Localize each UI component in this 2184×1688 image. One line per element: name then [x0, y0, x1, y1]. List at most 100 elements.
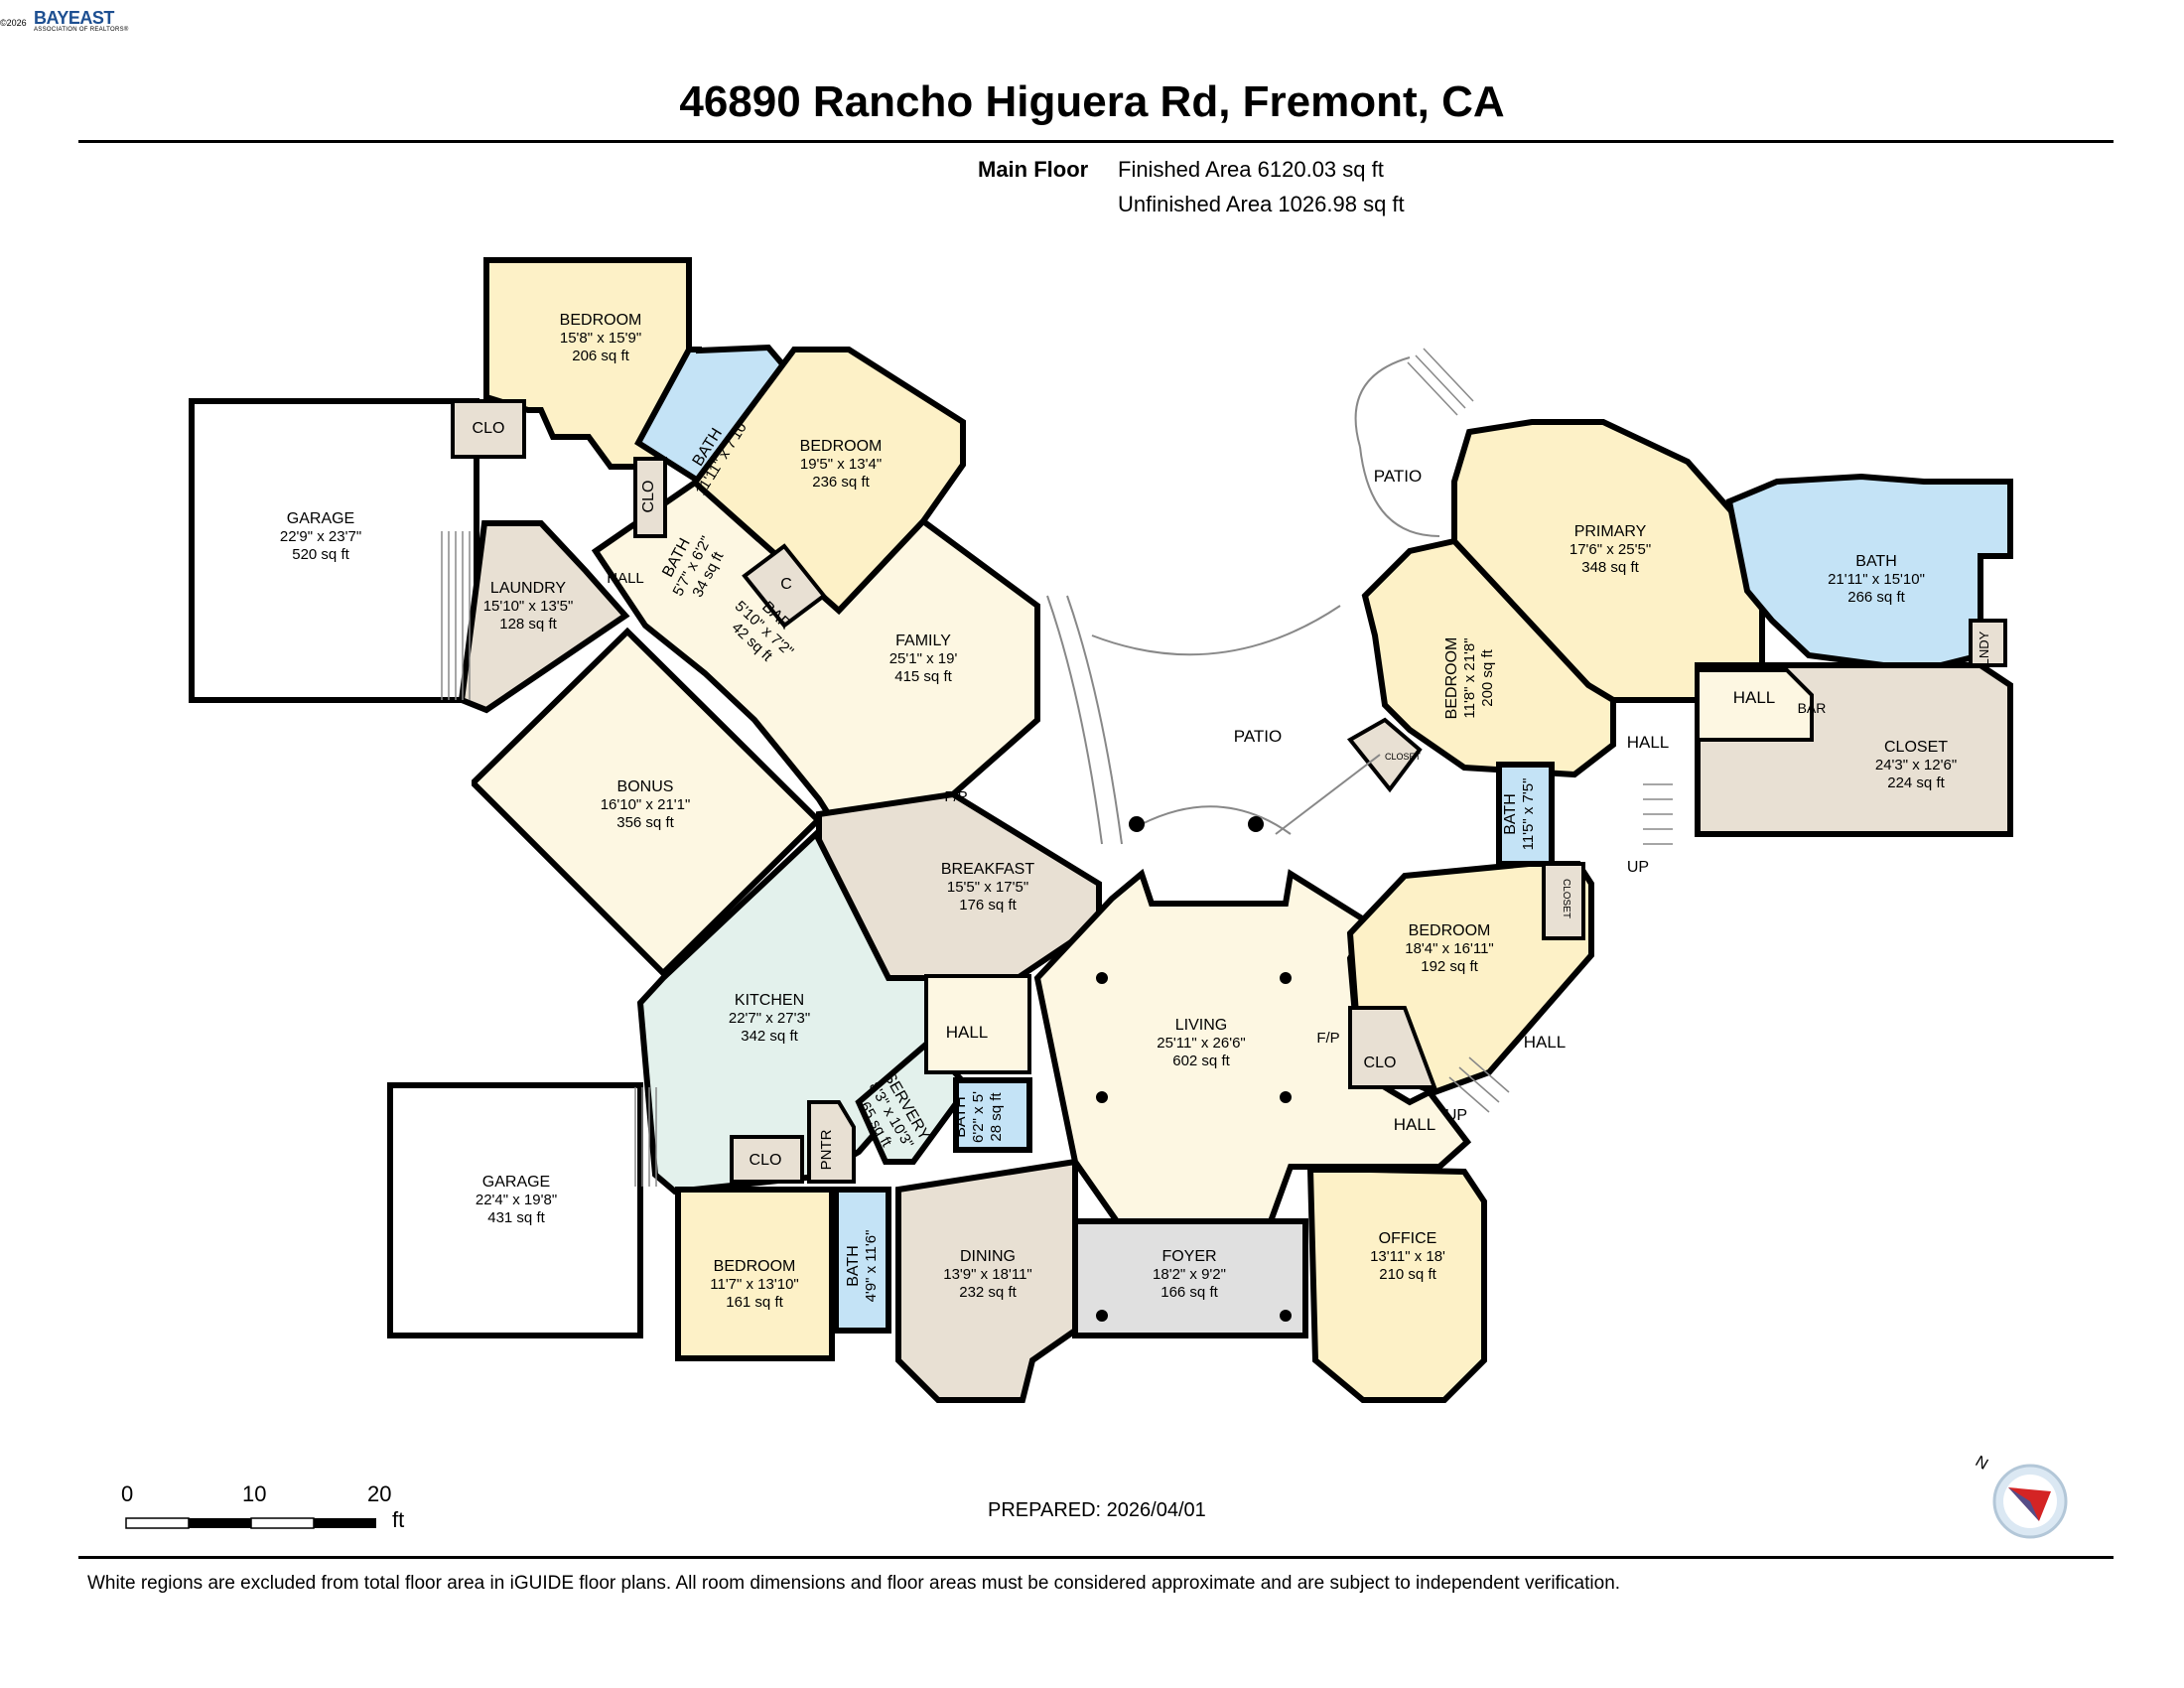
label-clo-3: CLO	[750, 1152, 782, 1169]
c-box	[742, 543, 827, 629]
room-dims-bath-3: 6'2" x 5'	[970, 1091, 987, 1143]
room-area-bedroom-4: 200 sq ft	[1479, 648, 1496, 706]
label-lndy: LNDY	[1977, 631, 1991, 665]
label-patio-1: PATIO	[1374, 467, 1423, 486]
room-dims-family: 25'1" x 19'	[889, 650, 958, 667]
room-dims-laundry: 15'10" x 13'5"	[483, 598, 574, 615]
room-dims-bedroom-1: 15'8" x 15'9"	[560, 330, 641, 347]
room-name-living: LIVING	[1175, 1017, 1227, 1034]
room-name-bedroom-5: BEDROOM	[1409, 922, 1491, 939]
room-name-office: OFFICE	[1379, 1230, 1437, 1247]
scale-unit: ft	[392, 1507, 405, 1532]
hall-box-2	[924, 974, 1031, 1074]
room-dims-bedroom-2: 19'5" x 13'4"	[800, 456, 882, 473]
room-area-bedroom-3: 161 sq ft	[726, 1294, 783, 1311]
header-divider	[78, 140, 2114, 143]
label-hall-5: HALL	[1524, 1033, 1567, 1052]
logo-text: BAYEAST	[34, 8, 114, 28]
room-name-bath-4: BATH	[845, 1245, 862, 1286]
label-pntr: PNTR	[818, 1129, 835, 1170]
room-area-dining: 232 sq ft	[959, 1284, 1017, 1301]
label-fp-2: F/P	[1316, 1030, 1339, 1047]
room-name-bedroom-3: BEDROOM	[714, 1258, 796, 1275]
room-name-garage-1: GARAGE	[287, 510, 354, 527]
room-name-family: FAMILY	[895, 633, 951, 649]
label-patio-2: PATIO	[1234, 727, 1283, 746]
room-dims-garage-1: 22'9" x 23'7"	[280, 528, 361, 545]
clo-box-3	[730, 1135, 804, 1184]
room-dims-primary: 17'6" x 25'5"	[1570, 541, 1651, 558]
label-hall-6: HALL	[1394, 1115, 1436, 1134]
room-dining	[895, 1158, 1078, 1403]
room-area-garage-1: 520 sq ft	[292, 546, 349, 563]
clo-box-1	[451, 399, 526, 459]
room-name-garage-2: GARAGE	[482, 1174, 550, 1191]
unfinished-area: Unfinished Area 1026.98 sq ft	[1118, 192, 1405, 216]
finished-area: Finished Area 6120.03 sq ft	[1118, 157, 1384, 182]
label-hall-2: HALL	[946, 1023, 989, 1042]
room-area-breakfast: 176 sq ft	[959, 897, 1017, 914]
room-dims-office: 13'11" x 18'	[1370, 1248, 1445, 1265]
room-area-bedroom-5: 192 sq ft	[1421, 958, 1478, 975]
room-name-bath-6: BATH	[1502, 793, 1519, 834]
room-area-primary: 348 sq ft	[1581, 559, 1639, 576]
label-c: C	[780, 576, 792, 593]
room-name-dining: DINING	[960, 1248, 1016, 1265]
label-hall-4: HALL	[1627, 733, 1670, 752]
room-area-foyer: 166 sq ft	[1160, 1284, 1218, 1301]
room-bath-4	[833, 1187, 891, 1334]
disclaimer-text: White regions are excluded from total fl…	[87, 1573, 1621, 1594]
label-clo-4: CLO	[1364, 1055, 1397, 1071]
room-area-garage-2: 431 sq ft	[487, 1209, 545, 1226]
room-name-bedroom-1: BEDROOM	[560, 312, 642, 329]
columns	[1096, 816, 1292, 1322]
scale-tick-0: 0	[121, 1481, 134, 1506]
room-dims-closet-1: 24'3" x 12'6"	[1875, 757, 1957, 774]
room-name-bonus: BONUS	[617, 778, 674, 795]
room-foyer	[1072, 1218, 1308, 1338]
scale-bar	[125, 1517, 376, 1529]
closet-small-box-1	[1346, 717, 1423, 793]
room-bath-3	[953, 1077, 1032, 1153]
room-bath-5	[1725, 473, 2013, 674]
room-dims-bath-6: 11'5" x 7'5"	[1520, 778, 1537, 851]
footer-divider	[78, 1556, 2114, 1559]
room-area-closet-1: 224 sq ft	[1887, 774, 1945, 791]
logo-subtext: ASSOCIATION OF REALTORS®	[34, 27, 129, 33]
scale-tick-20: 20	[367, 1481, 392, 1506]
scale-tick-10: 10	[242, 1481, 267, 1506]
room-office	[1306, 1167, 1487, 1403]
room-name-primary: PRIMARY	[1574, 523, 1647, 540]
label-closet-small-2: CLOSET	[1561, 879, 1571, 918]
pntr-box	[807, 1100, 856, 1184]
lndy-box	[1969, 619, 2007, 667]
room-garage-2	[387, 1082, 643, 1338]
hall-box	[1696, 668, 1814, 742]
label-hall-1: HALL	[607, 570, 644, 587]
room-dims-dining: 13'9" x 18'11"	[943, 1266, 1032, 1283]
room-bedroom-3	[675, 1187, 835, 1361]
room-area-living: 602 sq ft	[1172, 1053, 1230, 1069]
room-area-kitchen: 342 sq ft	[741, 1028, 798, 1045]
room-bedroom-4	[1361, 537, 1616, 778]
room-dims-bedroom-4: 11'8" x 21'8"	[1461, 637, 1478, 718]
room-dims-bath-5: 21'11" x 15'10"	[1828, 571, 1925, 588]
stairs	[441, 348, 1673, 1187]
copyright-text: ©2026	[0, 18, 27, 28]
